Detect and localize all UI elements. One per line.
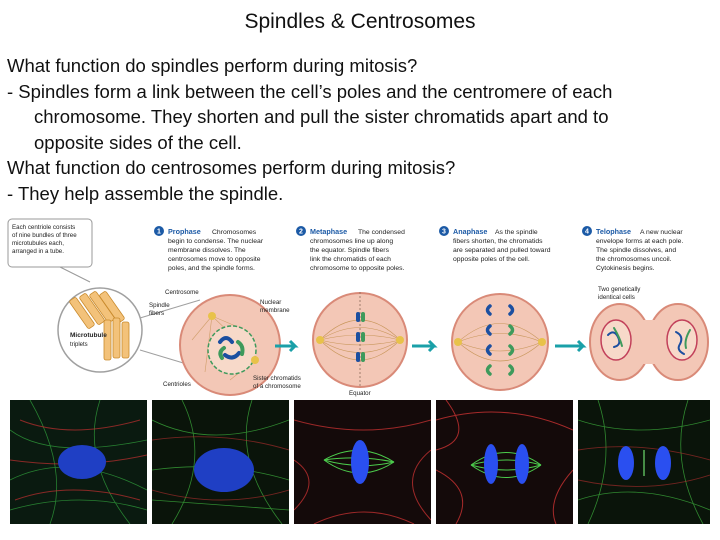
stage-prophase-header: 1 Prophase Chromosomes begin to condense… <box>154 226 265 272</box>
prophase-cell <box>179 294 281 396</box>
svg-text:identical cells: identical cells <box>598 294 635 301</box>
stage-4-badge <box>582 226 592 236</box>
slide-title: Spindles & Centrosomes <box>244 10 476 33</box>
stage-2-name: Metaphase <box>310 227 347 236</box>
metaphase-cell <box>312 292 408 388</box>
label-triplets: triplets <box>70 342 88 348</box>
svg-text:2: 2 <box>299 229 303 236</box>
svg-text:of a chromosome: of a chromosome <box>253 383 301 390</box>
label-nuclear-membrane: Nuclear <box>260 299 281 306</box>
micrograph-strip <box>0 400 720 524</box>
stage-3-name: Anaphase <box>453 227 487 236</box>
stage-2-description: The condensed chromosomes line up along … <box>310 229 407 272</box>
svg-text:fibers: fibers <box>149 310 164 317</box>
arrow-icon <box>275 339 299 353</box>
cell-interphase-micrograph <box>10 400 147 524</box>
centriole-callout-box <box>7 218 93 268</box>
stage-metaphase-header: 2 Metaphase The condensed chromosomes li… <box>296 226 407 272</box>
cell-prophase-micrograph <box>152 400 289 524</box>
mitosis-diagram: Each centriole consists of nine bundles … <box>7 218 709 397</box>
telophase-cells <box>589 303 709 381</box>
svg-text:membrane: membrane <box>260 307 290 314</box>
centriole-icon <box>69 291 130 361</box>
label-microtubule: Microtubule <box>70 332 107 339</box>
stage-1-name: Prophase <box>168 227 201 236</box>
label-equator: Equator <box>349 390 371 397</box>
cell-telophase-micrograph <box>578 400 710 524</box>
label-centrioles: Centrioles <box>163 381 191 388</box>
label-centrosome: Centrosome <box>165 289 199 296</box>
answer-spindles-line-2: chromosome. They shorten and pull the si… <box>34 106 609 127</box>
svg-text:1: 1 <box>157 229 161 236</box>
anaphase-cell <box>451 293 549 391</box>
slide-body: What function do spindles perform during… <box>7 53 707 206</box>
centriole-callout-text: Each centriole consists of nine bundles … <box>12 224 78 255</box>
label-spindle-fibers: Spindle <box>149 302 170 309</box>
question-centrosomes: What function do centrosomes perform dur… <box>7 157 456 178</box>
answer-centrosomes: - They help assemble the spindle. <box>7 182 284 204</box>
stage-3-description: As the spindle fibers shorten, the chrom… <box>453 229 552 263</box>
arrow-icon <box>555 339 587 353</box>
label-sister-chromatids: Sister chromatids <box>253 375 301 382</box>
stage-2-badge <box>296 226 306 236</box>
label-identical-cells: Two genetically <box>598 286 641 293</box>
stage-anaphase-header: 3 Anaphase As the spindle fibers shorten… <box>439 226 552 263</box>
svg-text:3: 3 <box>442 229 446 236</box>
question-spindles: What function do spindles perform during… <box>7 55 418 76</box>
stage-1-description: Chromosomes begin to condense. The nucle… <box>168 229 265 272</box>
answer-spindles-line-1: - Spindles form a link between the cell’… <box>7 80 613 102</box>
cell-metaphase-micrograph <box>294 400 431 524</box>
answer-spindles-line-3: opposite sides of the cell. <box>34 131 242 153</box>
stage-4-description: A new nuclear envelope forms at each pol… <box>596 229 685 272</box>
stage-3-badge <box>439 226 449 236</box>
svg-text:4: 4 <box>585 229 589 236</box>
stage-4-name: Telophase <box>596 227 631 236</box>
stage-telophase-header: 4 Telophase A new nuclear envelope forms… <box>582 226 685 272</box>
stage-1-badge <box>154 226 164 236</box>
cell-anaphase-micrograph <box>436 400 573 524</box>
arrow-icon <box>412 339 438 353</box>
